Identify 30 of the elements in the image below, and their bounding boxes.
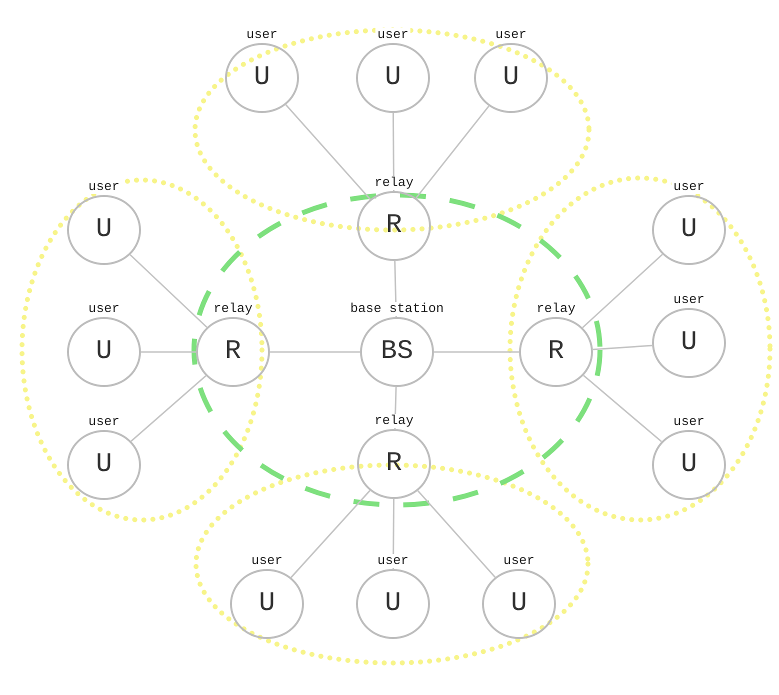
node-label: base station — [348, 302, 446, 316]
node-symbol: U — [96, 452, 112, 478]
node-symbol: U — [384, 590, 402, 618]
node-symbol: U — [680, 452, 698, 478]
node-symbol: U — [502, 64, 520, 92]
link-line — [290, 490, 370, 578]
link-line — [417, 490, 496, 578]
node-symbol: U — [384, 64, 402, 92]
node-symbol: U — [96, 216, 112, 244]
node-symbol: R — [386, 450, 402, 478]
node-symbol: U — [258, 590, 276, 618]
node-symbol: R — [548, 338, 564, 366]
link-line — [130, 254, 208, 328]
link-line — [270, 351, 360, 353]
node-symbol: R — [224, 338, 242, 366]
node-symbol: BS — [380, 338, 414, 366]
link-line — [285, 104, 371, 200]
link-line — [434, 351, 519, 353]
link-line — [583, 374, 662, 442]
node-symbol: U — [680, 330, 698, 356]
link-line — [592, 344, 652, 350]
link-line — [130, 375, 206, 442]
node-symbol: U — [510, 590, 528, 618]
node-symbol: U — [254, 64, 270, 92]
node-symbol: U — [680, 216, 698, 244]
node-symbol: R — [386, 212, 402, 240]
link-line — [416, 106, 490, 198]
link-line — [141, 351, 196, 353]
link-line — [582, 254, 663, 328]
node-symbol: U — [96, 338, 112, 366]
